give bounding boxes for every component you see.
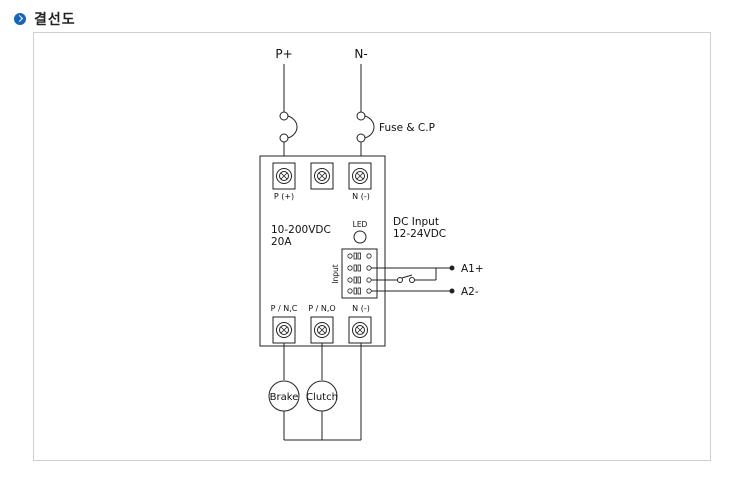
bottom-terminal-middle-label: P / N,O — [308, 304, 335, 313]
rating-current-label: 20A — [271, 236, 292, 248]
switch-blade — [401, 274, 413, 279]
a1-terminal-dot — [449, 265, 455, 271]
a2-terminal-dot — [449, 288, 455, 294]
a1-label: A1+ — [461, 263, 484, 275]
a2-label: A2- — [461, 286, 479, 298]
section-header: 결선도 — [14, 9, 76, 29]
input-label: Input — [331, 264, 340, 283]
bottom-terminal-left-label: P / N,C — [271, 304, 298, 313]
fuse-arc-left — [287, 115, 298, 139]
brake-label: Brake — [270, 392, 299, 403]
bottom-terminal-right-label: N (-) — [352, 304, 370, 313]
supply-negative-label: N- — [354, 47, 367, 61]
dc-input-title: DC Input — [393, 216, 439, 228]
top-terminal-left-label: P (+) — [274, 192, 294, 201]
fuse-bottom-node-right — [356, 133, 366, 143]
top-terminal-right-label: N (-) — [352, 192, 370, 201]
led-label: LED — [353, 220, 368, 229]
led-indicator — [353, 230, 367, 244]
switch-contact-b — [409, 277, 415, 283]
rating-voltage-label: 10-200VDC — [271, 224, 331, 236]
fuse-top-node-right — [356, 111, 366, 121]
fuse-label: Fuse & C.P — [379, 122, 435, 134]
clutch-label: Clutch — [306, 392, 338, 403]
dc-input-range: 12-24VDC — [393, 228, 446, 240]
fuse-arc-right — [364, 115, 375, 139]
fuse-top-node-left — [279, 111, 289, 121]
section-title: 결선도 — [34, 12, 76, 28]
switch-contact-a — [397, 277, 403, 283]
chevron-right-icon — [14, 13, 26, 25]
fuse-bottom-node-left — [279, 133, 289, 143]
supply-positive-label: P+ — [275, 47, 292, 61]
